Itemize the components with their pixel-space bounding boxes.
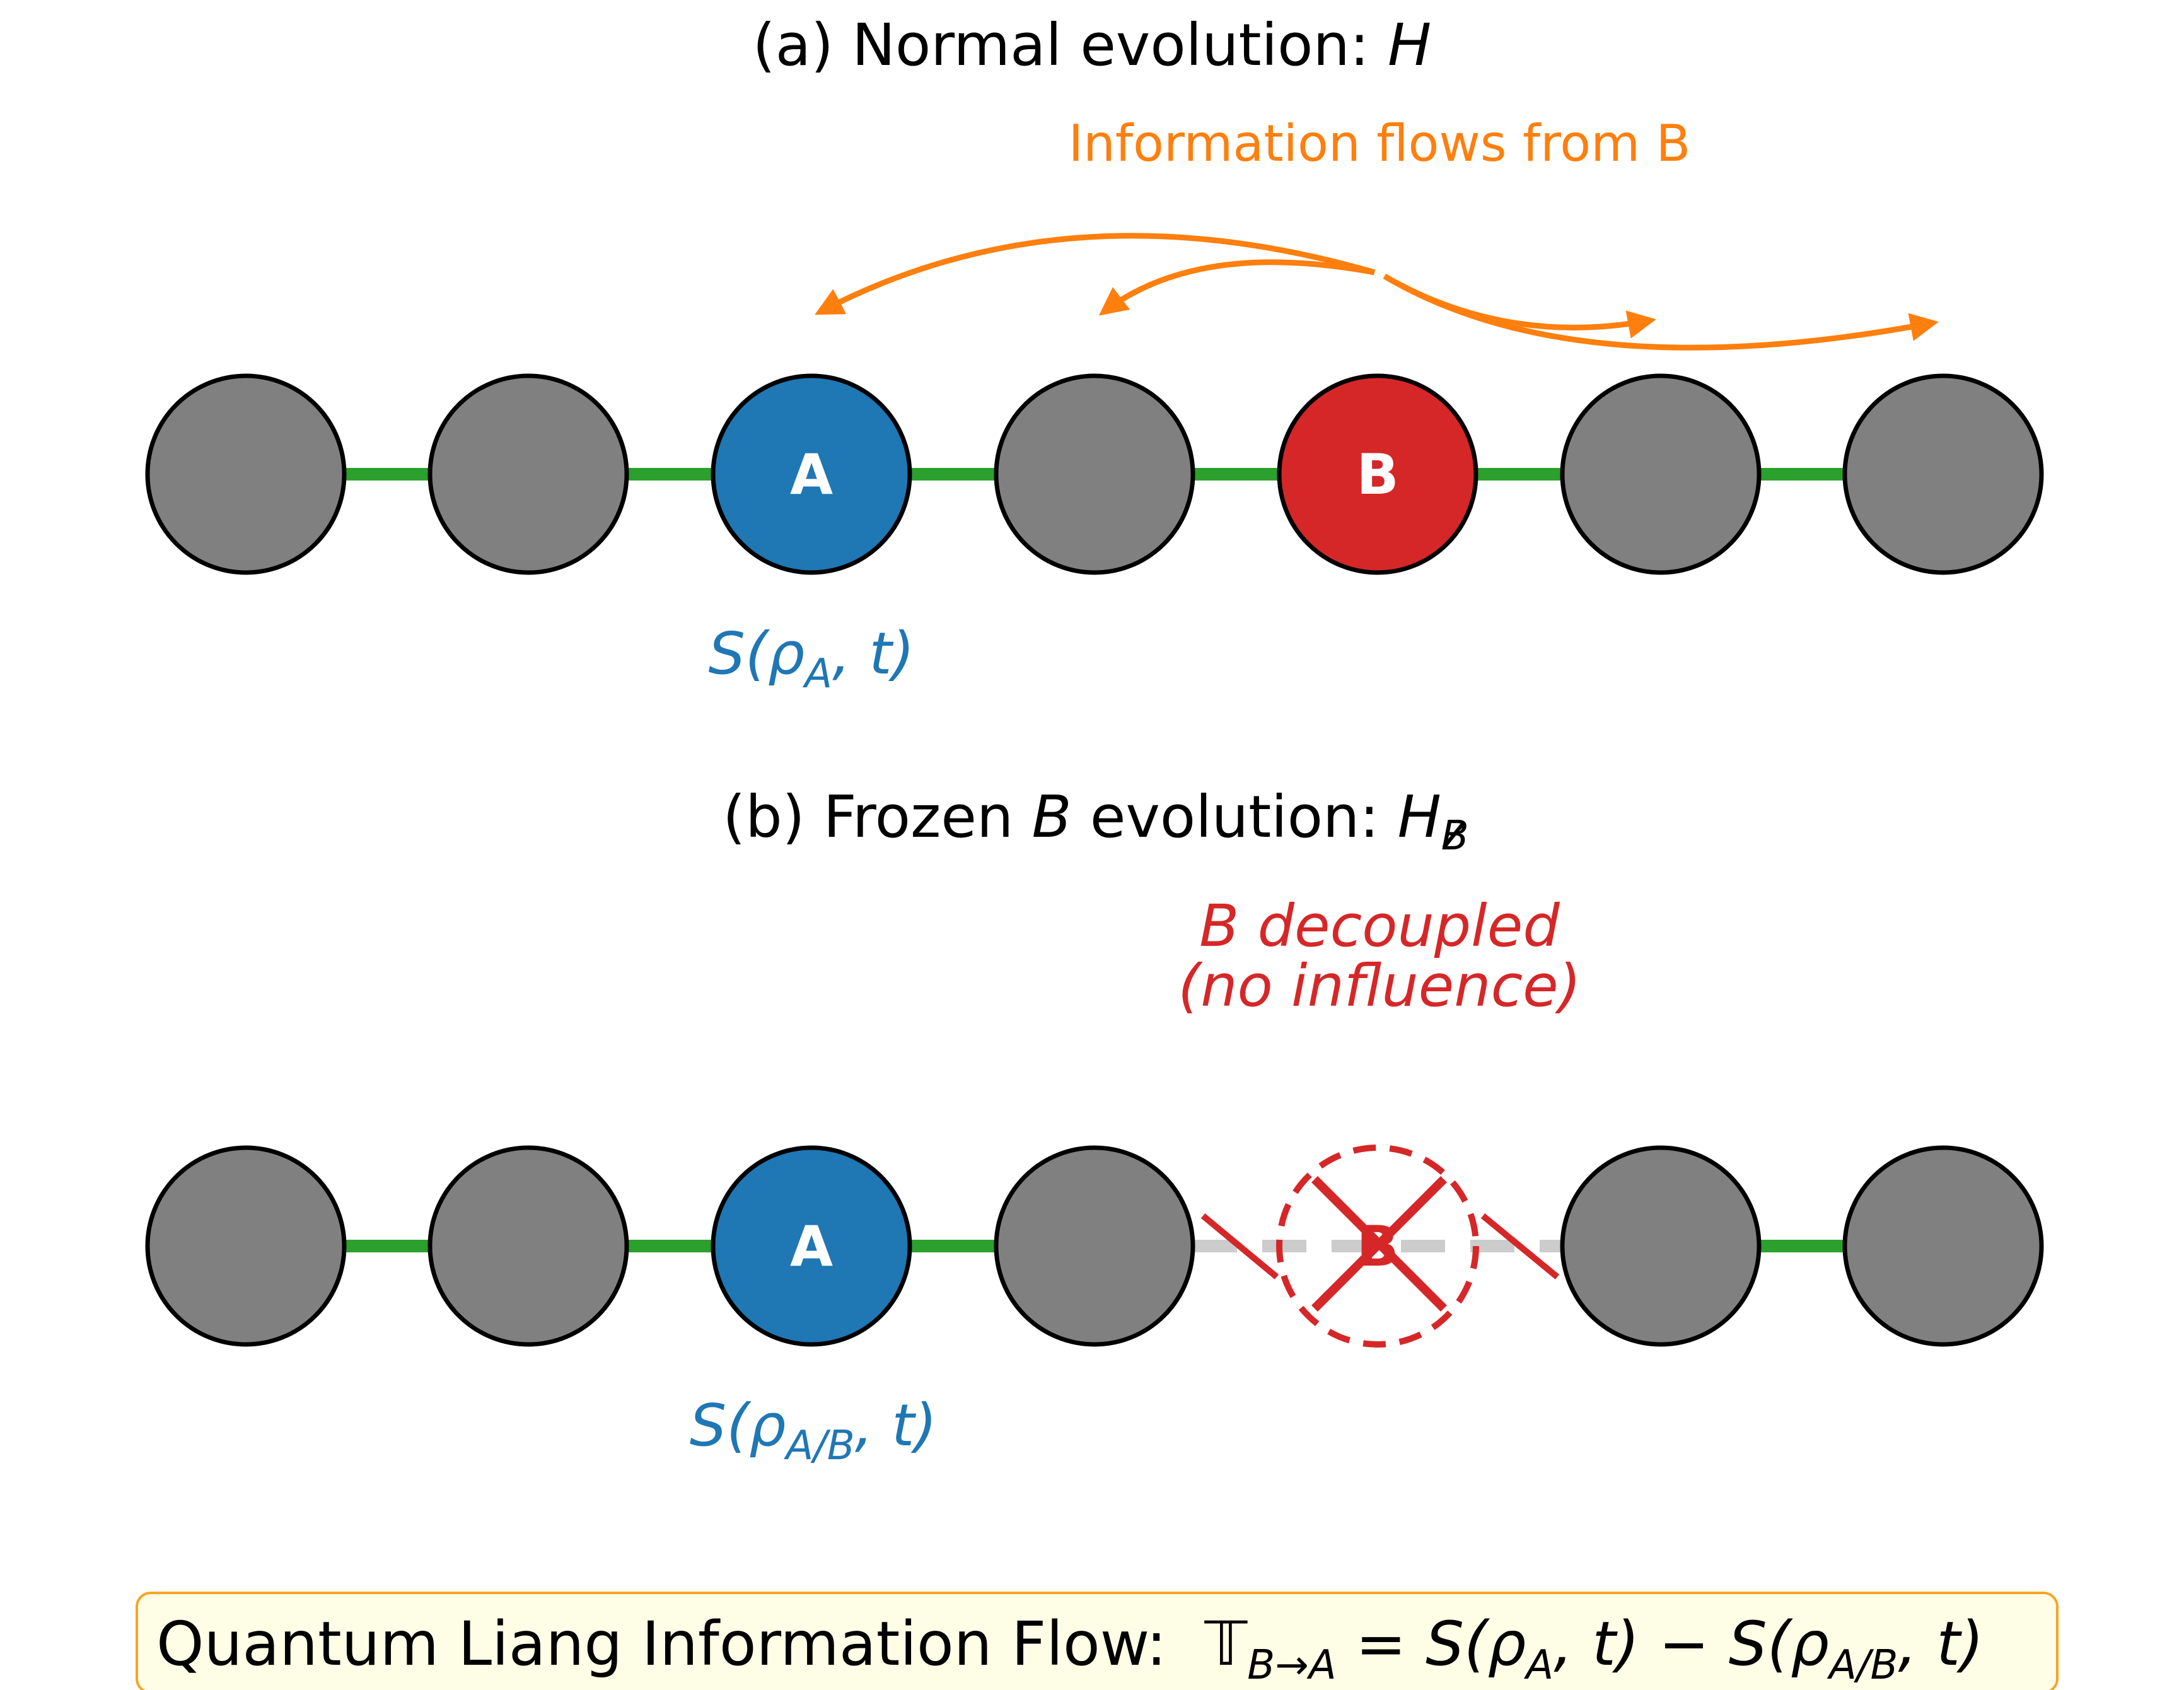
node-1 [145,1145,347,1347]
node-2 [427,373,629,575]
flow-arrow-to-node6 [1383,274,1656,339]
node-b [1277,373,1478,575]
flow-arrow-to-node4 [1098,259,1375,316]
node-7 [1842,373,2044,575]
node-6 [1560,373,1762,575]
panel-a-annotation: Information flows from B [1069,114,1691,173]
node-b-label: B [1356,442,1398,507]
information-flow-arrows [815,233,1939,351]
node-a-label: A [790,442,833,507]
node-6 [1560,1145,1762,1347]
decoupling-cut-marks [1200,1213,1560,1279]
node-2 [427,1145,629,1347]
node-1 [145,373,347,575]
node-a [711,1145,912,1347]
frozen-cross-icon [1311,1176,1447,1312]
panel-a-entropy-label: S(ρA, t) [709,620,915,697]
flow-arrow-to-a [815,233,1376,315]
footer-formula: Quantum Liang Information Flow:𝕋B→A = S(… [156,1609,1984,1689]
title-slash-mark [1442,821,1466,849]
flow-arrow-to-node7 [1383,274,1939,351]
node-a-label: A [790,1214,833,1279]
node-4 [994,373,1195,575]
panel-a-chain [145,373,2044,575]
node-a [711,373,912,575]
panel-b-annotation-line1: B decoupled [1199,892,1560,960]
panel-b-chain [145,1145,2044,1347]
panel-b-entropy-label: S(ρA/B, t) [690,1392,937,1469]
node-7 [1842,1145,2044,1347]
frozen-node-b [1276,1145,1479,1348]
panel-b-annotation-line2: (no influence) [1178,952,1581,1020]
panel-a-title: (a) Normal evolution: H [753,11,1431,79]
panel-b-title: (b) Frozen B evolution: HB [723,783,1468,860]
node-4 [994,1145,1195,1347]
footer-box [136,1592,2059,1690]
